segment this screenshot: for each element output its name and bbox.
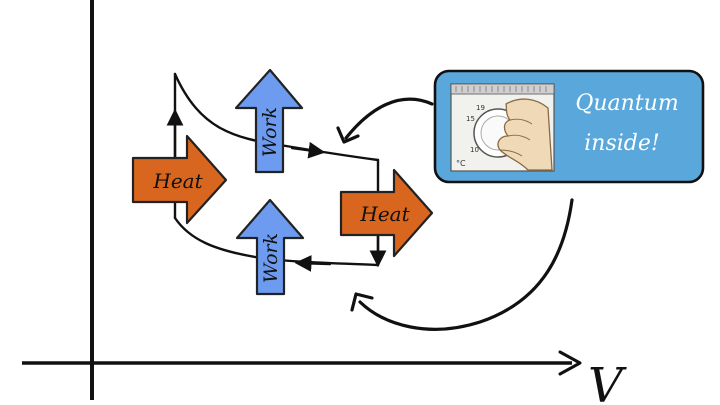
heat-arrow-left-label: Heat [152,169,203,193]
pointer-arrow-top-head [336,126,360,144]
work-arrow-bottom: Work [235,198,305,296]
thermostat-tick-10: 10 [470,146,479,154]
work-arrow-bottom-shape [235,198,305,296]
x-axis-label: V [588,358,627,405]
work-arrow-top-label: Work [259,107,281,157]
cycle-bottom-adiabat [173,216,380,267]
heat-arrow-left: Heat [131,134,228,225]
callout-title-line2: inside! [584,131,659,156]
pointer-arrow-bottom-head [350,292,374,312]
hand-illustration [497,98,553,171]
work-arrow-top-shape [234,68,304,174]
callout-pointers [336,97,574,331]
work-arrow-top: Work [234,68,304,174]
work-arrow-bottom-label: Work [260,233,282,283]
cycle-arrow-top [290,141,326,159]
thermostat-vent [450,83,555,95]
thermostat-tick-15: 15 [466,115,475,123]
callout-title-line1: Quantum [575,91,678,116]
heat-arrow-left-shape [131,134,228,225]
x-axis-arrowhead [558,350,582,376]
thermostat-unit: °C [456,159,466,168]
quantum-callout: 19 15 10 °C Quantum inside! [433,69,705,184]
cycle-arrow-bottom [294,255,332,272]
heat-arrow-right: Heat [339,168,434,258]
pointer-arrow-top [344,97,434,140]
thermostat-illustration: 19 15 10 °C [450,83,555,172]
heat-arrow-right-label: Heat [359,202,410,226]
heat-arrow-right-shape [339,168,434,258]
thermostat-tick-19: 19 [476,104,485,112]
pointer-arrow-bottom [358,198,574,331]
